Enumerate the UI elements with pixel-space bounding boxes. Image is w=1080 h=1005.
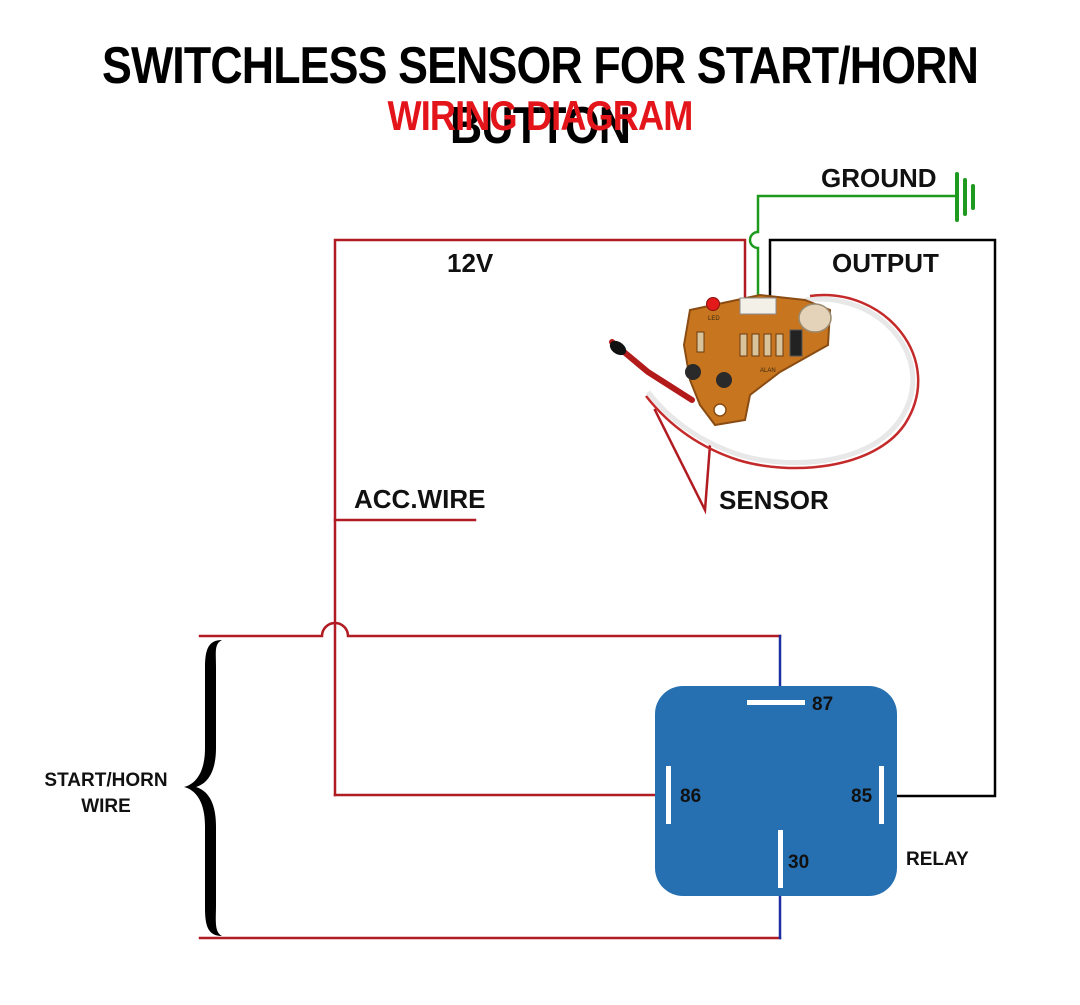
diagram-title: SWITCHLESS SENSOR FOR START/HORN BUTTON xyxy=(101,37,979,155)
ground-icon xyxy=(955,172,975,222)
relay: 87 86 85 30 xyxy=(655,686,897,896)
v12-label: 12V xyxy=(447,248,494,278)
relay-pin-87-label: 87 xyxy=(812,694,833,715)
ground-label: GROUND xyxy=(821,163,937,193)
wire-12v xyxy=(333,238,747,797)
output-label: OUTPUT xyxy=(832,248,939,278)
start-horn-label-line2: WIRE xyxy=(81,796,131,817)
diagram-subtitle: WIRING DIAGRAM xyxy=(387,92,693,139)
relay-pin-87-slot xyxy=(747,700,805,705)
wire-output xyxy=(768,238,997,798)
sensor-leader xyxy=(653,408,712,515)
relay-body xyxy=(655,686,897,896)
acc-wire-label: ACC.WIRE xyxy=(354,484,485,514)
relay-pin-86-slot xyxy=(666,766,671,824)
sensor-pcb-icon: LED ALAN xyxy=(609,293,920,470)
relay-pin-86-label: 86 xyxy=(680,786,701,807)
relay-pin-30-label: 30 xyxy=(788,852,809,873)
relay-pin-85-label: 85 xyxy=(851,786,873,807)
sensor-label: SENSOR xyxy=(719,485,829,515)
start-horn-brace xyxy=(184,640,222,936)
relay-label: RELAY xyxy=(906,849,969,870)
wire-ground xyxy=(748,194,957,304)
start-horn-label-line1: START/HORN xyxy=(44,770,167,791)
pcb-led-label: LED xyxy=(708,316,720,322)
wire-start-horn-top xyxy=(198,621,782,638)
relay-pin-30-slot xyxy=(778,830,783,888)
relay-pin-85-slot xyxy=(879,766,884,824)
pcb-mark-label: ALAN xyxy=(760,368,776,374)
